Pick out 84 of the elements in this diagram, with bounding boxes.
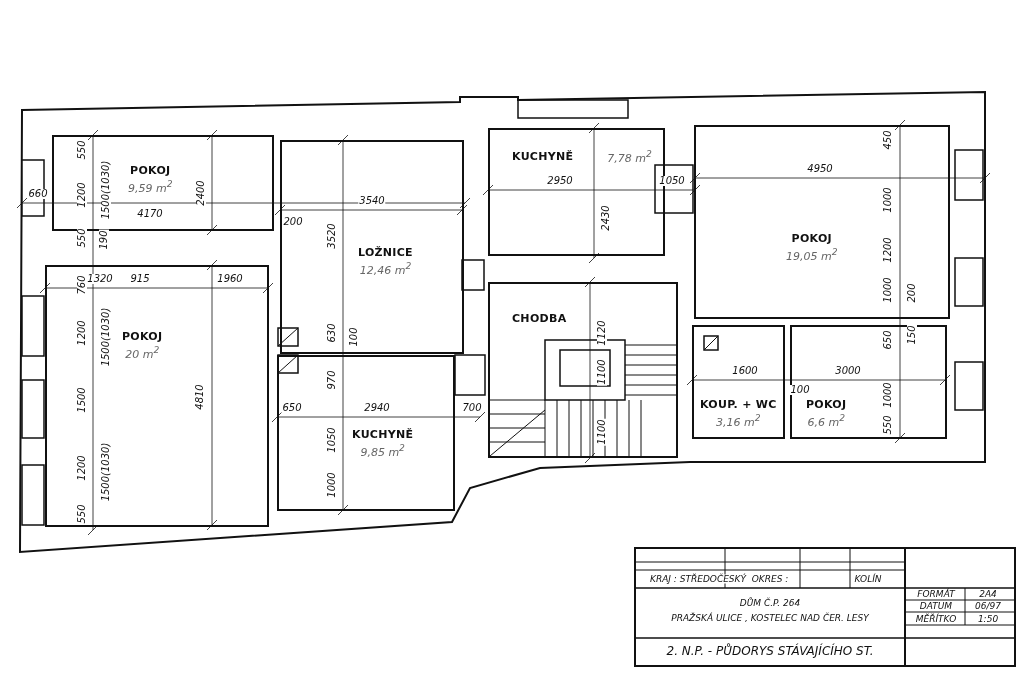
dimension-text: 650: [281, 403, 303, 413]
dimension-text: 1960: [216, 274, 244, 284]
dimension-text: 190: [99, 229, 109, 251]
room-area: 20 m$^{2}$: [125, 344, 160, 361]
room-name: POKOJ: [130, 164, 171, 177]
dimension-text: 550: [883, 414, 893, 436]
dimension-text: 1500(1030): [101, 441, 111, 503]
dimension-text: 3000: [834, 366, 862, 376]
dimension-text: 1600: [731, 366, 759, 376]
room-name: LOŽNICE: [358, 246, 413, 259]
dimension-text: 1200: [77, 319, 87, 347]
room-area: 19,05 m$^{2}$: [786, 246, 838, 263]
room-name: POKOJ: [791, 232, 832, 245]
room-name: KOUP. + WC: [700, 398, 777, 411]
dimension-text: 1000: [883, 381, 893, 409]
room-area: 9,59 m$^{2}$: [128, 178, 173, 195]
room-name: KUCHYNĚ: [352, 428, 414, 441]
dimension-text: 550: [77, 503, 87, 525]
dimension-text: 1120: [597, 319, 607, 347]
dimension-text: 1100: [597, 358, 607, 386]
room-area: 7,78 m$^{2}$: [607, 148, 652, 165]
dimension-text: 1100: [597, 418, 607, 446]
dimension-text: 200: [907, 282, 917, 304]
dimension-text: 1000: [327, 471, 337, 499]
dimension-text: 760: [77, 274, 87, 296]
dimension-text: 1000: [883, 276, 893, 304]
dimension-text: 4950: [806, 164, 834, 174]
dimension-text: 2940: [363, 403, 391, 413]
title-block-text: 2. N.P. - PŮDORYS STÁVAJÍCÍHO ST.: [665, 645, 875, 657]
dimension-text: 1050: [327, 426, 337, 454]
dimension-text: 1500(1030): [101, 306, 111, 368]
room-outline: [694, 125, 950, 319]
dimension-text: 4170: [136, 209, 164, 219]
dimension-text: 2430: [601, 204, 611, 232]
room-outline: [52, 135, 274, 231]
room-area: 9,85 m$^{2}$: [360, 442, 405, 459]
dimension-text: 1000: [883, 186, 893, 214]
dimension-text: 1500: [77, 386, 87, 414]
dimension-text: 2400: [196, 179, 206, 207]
title-block-text: DŮM Č.P. 264: [738, 598, 802, 608]
room-outline: [280, 140, 464, 354]
room-name: KUCHYNĚ: [512, 149, 574, 163]
room-name: CHODBA: [512, 312, 567, 325]
room-outline: [277, 355, 455, 511]
title-block-text: MĚŘÍTKO: [914, 614, 958, 624]
dimension-text: 1200: [77, 181, 87, 209]
dimension-text: 1200: [883, 236, 893, 264]
dimension-text: 3520: [327, 222, 337, 250]
dimension-text: 3540: [358, 196, 386, 206]
dimension-text: 1050: [658, 176, 686, 186]
room-outline: [45, 265, 269, 527]
dimension-text: 4810: [195, 383, 205, 411]
room-outline: [790, 325, 947, 439]
dimension-text: 1500(1030): [101, 159, 111, 221]
room-name: POKOJ: [806, 398, 847, 411]
dimension-text: 1200: [77, 454, 87, 482]
title-block-text: 06/97: [974, 601, 1002, 611]
dimension-text: 100: [349, 326, 359, 348]
title-block-text: OKRES :: [750, 574, 790, 584]
dimension-text: 550: [77, 139, 87, 161]
dimension-text: 630: [327, 322, 337, 344]
room-name: POKOJ: [122, 330, 163, 343]
title-block-text: PRAŽSKÁ ULICE , KOSTELEC NAD ČER. LESY: [670, 613, 870, 623]
dimension-text: 700: [461, 403, 483, 413]
room-area: 12,46 m$^{2}$: [359, 260, 412, 277]
dimension-text: 200: [282, 217, 304, 227]
title-block-text: KRAJ : STŘEDOČESKÝ: [649, 574, 747, 584]
dimension-text: 2950: [546, 176, 574, 186]
dimension-text: 550: [77, 227, 87, 249]
dimension-text: 970: [327, 369, 337, 391]
dimension-text: 150: [907, 324, 917, 346]
dimension-text: 1320: [86, 274, 114, 284]
dimension-text: 450: [883, 129, 893, 151]
title-block-text: DATUM: [918, 601, 954, 611]
room-area: 6,6 m$^{2}$: [807, 412, 845, 429]
title-block-text: KOLÍN: [853, 574, 883, 584]
title-block-text: 2A4: [978, 589, 998, 599]
room-outline: [692, 325, 785, 439]
dimension-text: 650: [883, 329, 893, 351]
dimension-text: 915: [129, 274, 151, 284]
title-block-text: FORMÁT: [916, 589, 956, 599]
room-area: 3,16 m$^{2}$: [716, 412, 761, 429]
title-block-text: 1:50: [976, 614, 1000, 624]
dimension-text: 100: [789, 385, 811, 395]
